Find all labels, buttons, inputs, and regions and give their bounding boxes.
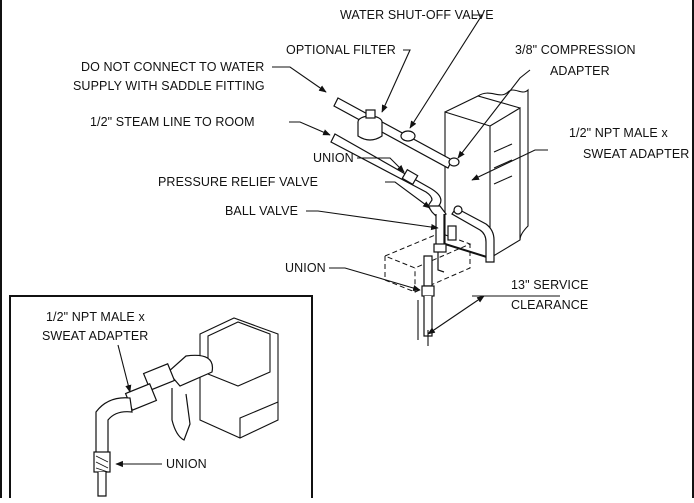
- label-no-connect-1: DO NOT CONNECT TO WATER: [81, 60, 264, 74]
- label-water-shutoff: WATER SHUT-OFF VALVE: [340, 8, 494, 22]
- label-compression-1: 3/8" COMPRESSION: [515, 43, 636, 57]
- label-steam-line: 1/2" STEAM LINE TO ROOM: [90, 115, 255, 129]
- inset-label-union: UNION: [166, 457, 207, 471]
- label-union-mid: UNION: [285, 261, 326, 275]
- inset-detail: 1/2" NPT MALE x SWEAT ADAPTER UNION: [9, 295, 313, 501]
- label-npt-1: 1/2" NPT MALE x: [569, 126, 668, 140]
- main-labels: WATER SHUT-OFF VALVE OPTIONAL FILTER 3/8…: [73, 8, 689, 312]
- label-union-top: UNION: [313, 151, 354, 165]
- label-optional-filter: OPTIONAL FILTER: [286, 43, 396, 57]
- label-service-1: 13" SERVICE: [511, 278, 589, 292]
- leader-lines: [272, 14, 560, 335]
- label-no-connect-2: SUPPLY WITH SADDLE FITTING: [73, 79, 265, 93]
- label-npt-2: SWEAT ADAPTER: [583, 147, 689, 161]
- label-pressure-relief: PRESSURE RELIEF VALVE: [158, 175, 318, 189]
- inset-label-npt-2: SWEAT ADAPTER: [42, 329, 148, 343]
- label-service-2: CLEARANCE: [511, 298, 588, 312]
- label-compression-2: ADAPTER: [550, 64, 610, 78]
- inset-label-npt-1: 1/2" NPT MALE x: [46, 310, 145, 324]
- supply-piping: [330, 97, 495, 346]
- label-ball-valve: BALL VALVE: [225, 204, 298, 218]
- drain-box: [383, 232, 472, 293]
